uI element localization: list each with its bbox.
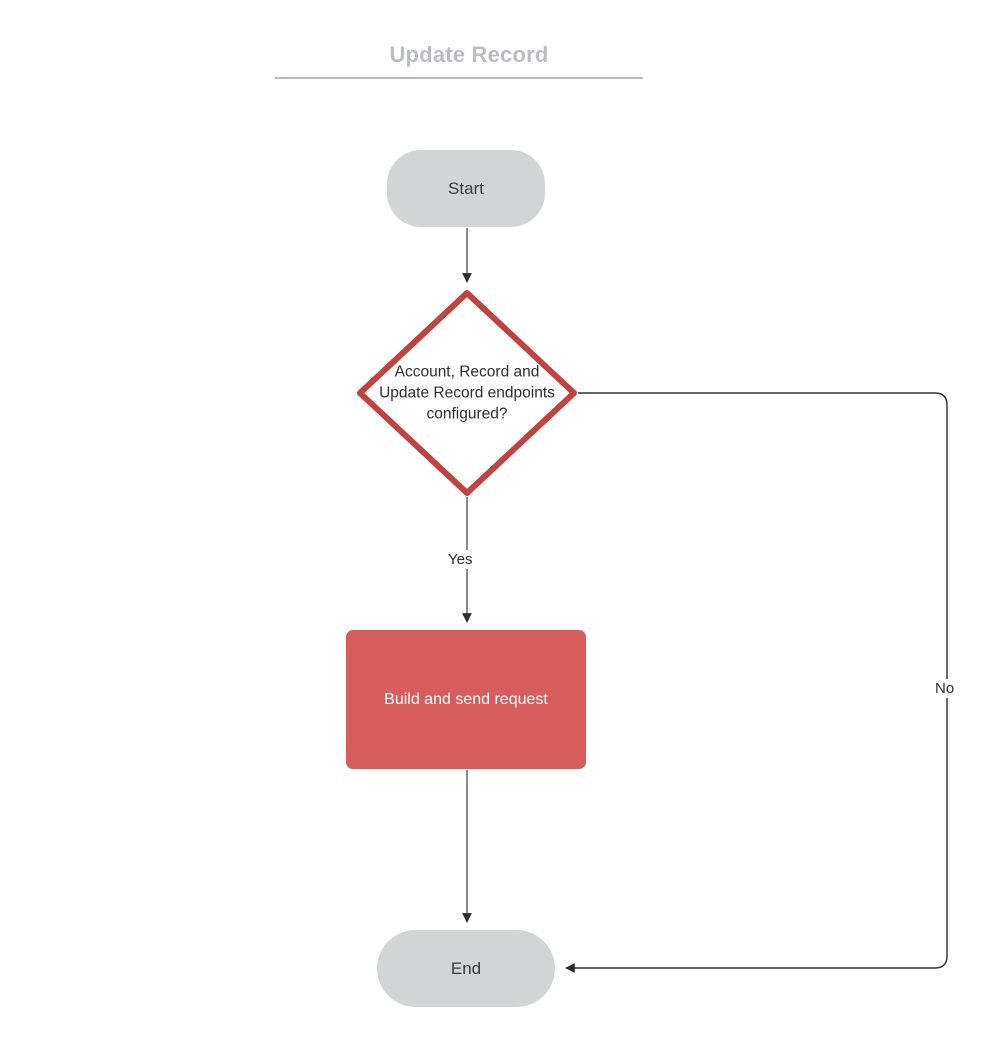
page-title: Update Record	[389, 42, 549, 67]
edge-decision-no-to-end	[565, 392, 948, 973]
node-decision[interactable]: Account, Record and Update Record endpoi…	[357, 290, 577, 496]
node-decision-label: Account, Record and Update Record endpoi…	[379, 363, 555, 423]
node-end-label: End	[450, 958, 482, 978]
edge-label-yes: Yes	[444, 550, 477, 569]
title-divider	[275, 77, 643, 79]
node-end[interactable]: End	[377, 930, 555, 1007]
node-process-label: Build and send request	[384, 690, 548, 708]
node-start-label: Start	[448, 178, 484, 198]
node-start[interactable]: Start	[387, 150, 545, 227]
edge-label-no: No	[931, 679, 959, 698]
node-process[interactable]: Build and send request	[346, 630, 586, 769]
decision-diamond-shape	[357, 290, 577, 496]
